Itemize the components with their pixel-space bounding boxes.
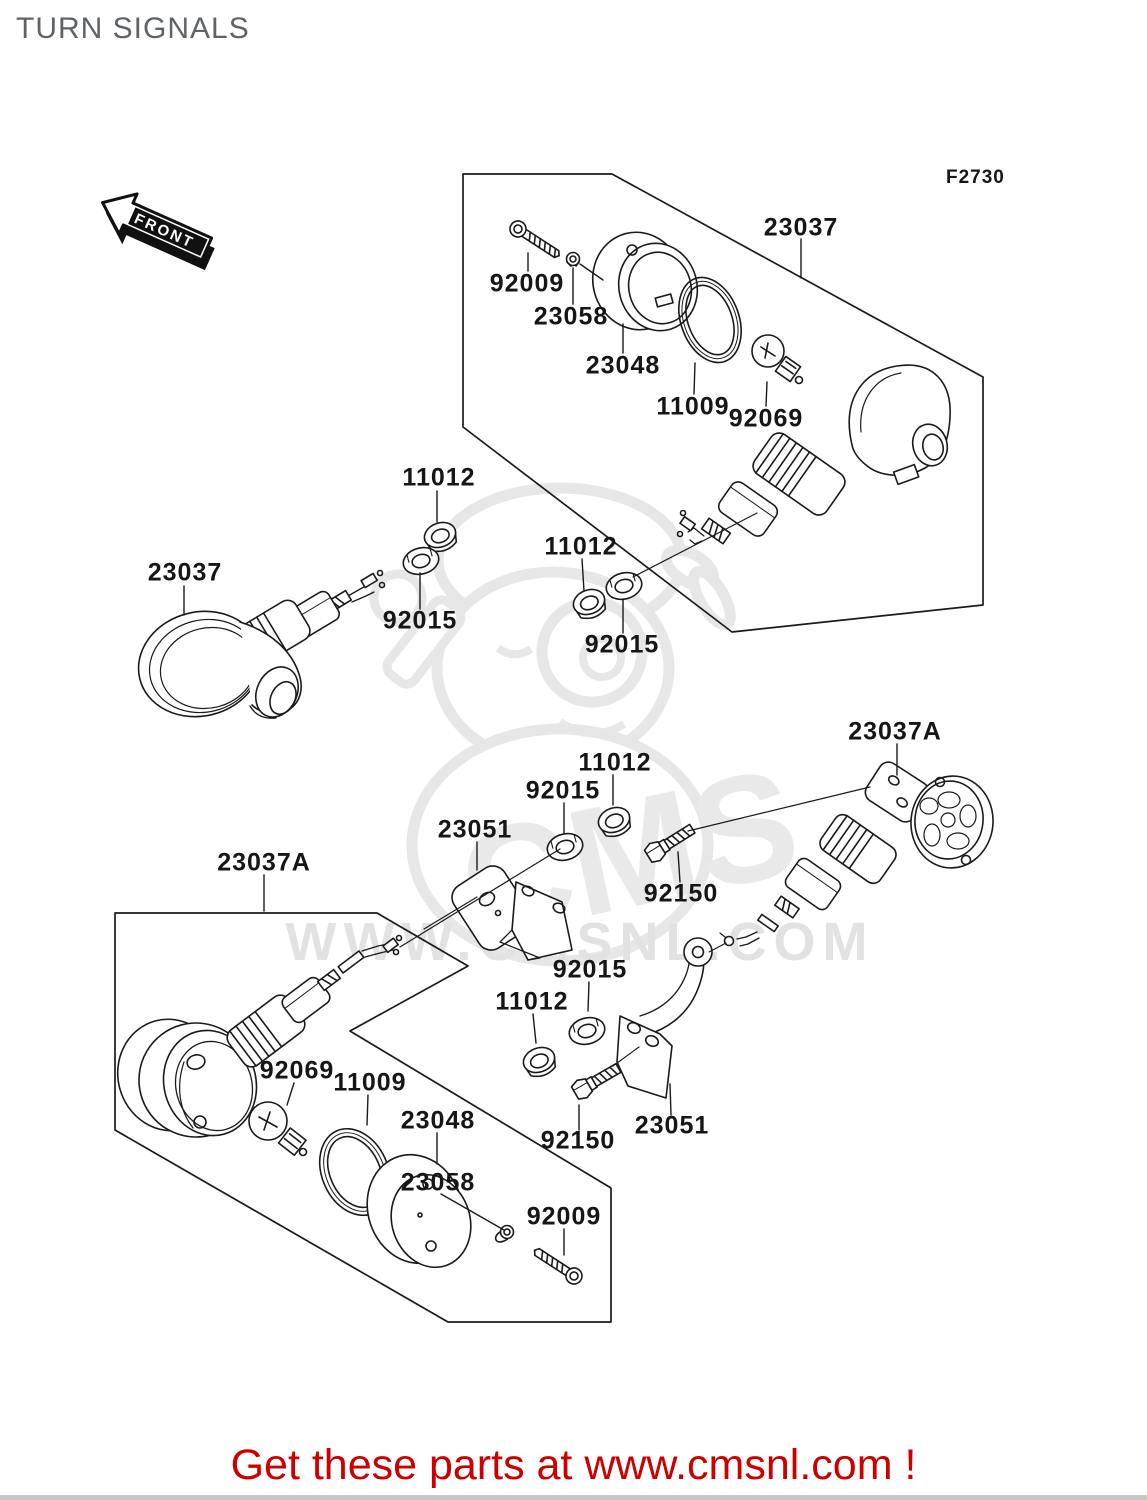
axis-lines [399, 512, 871, 1067]
gasket-11009-top [678, 276, 742, 364]
lens-23048-low [366, 1153, 472, 1269]
turn-signal-23037A-right [719, 761, 994, 947]
footer-promo-link[interactable]: Get these parts at www.cmsnl.com ! [230, 1441, 917, 1489]
part-label-92015-3: 92015 [525, 776, 601, 805]
upper-assembly-outline [462, 173, 984, 633]
part-label-92069-top: 92069 [728, 404, 804, 433]
part-label-11012-4: 11012 [495, 987, 569, 1016]
part-label-92150-low: 92150 [540, 1126, 616, 1155]
grommet-11012-1 [423, 521, 458, 553]
lower-assembly-outline [114, 912, 612, 1323]
page-title: TURN SIGNALS [16, 12, 250, 45]
bulb-92069-low [248, 1101, 308, 1157]
part-label-23037A-left: 23037A [217, 848, 311, 877]
part-label-23037-top: 23037 [763, 213, 839, 242]
part-label-23048-top: 23048 [585, 351, 661, 380]
part-label-23058-top: 23058 [533, 302, 609, 331]
screw-92009-low [533, 1247, 583, 1285]
bracket-23051-up [451, 865, 573, 961]
part-label-11012-2: 11012 [544, 532, 618, 561]
part-label-23051-low: 23051 [634, 1111, 710, 1140]
part-label-11009-low: 11009 [333, 1068, 407, 1097]
grommet-11012-4 [522, 1046, 557, 1078]
grommet-11012-2 [572, 588, 607, 620]
bolt-92150-low [570, 1062, 622, 1100]
lens-23048-top [591, 231, 699, 332]
part-label-23048-low: 23048 [400, 1106, 476, 1135]
nut-92015-2 [605, 571, 643, 601]
nut-92015-3 [546, 832, 584, 862]
part-label-11012-1: 11012 [402, 463, 476, 492]
bolt-92150-up [643, 823, 696, 863]
part-label-92015-2: 92015 [584, 630, 660, 659]
turn-signal-23037-top [676, 364, 951, 545]
part-label-92015-1: 92015 [382, 606, 458, 635]
part-label-23058-low: 23058 [400, 1168, 476, 1197]
part-label-23037A-right: 23037A [848, 717, 942, 746]
turn-signal-23037-left [137, 569, 386, 719]
part-label-92150-up: 92150 [643, 879, 719, 908]
bracket-23051-low [616, 937, 713, 1099]
part-label-23037-left: 23037 [147, 558, 223, 587]
nut-23058-top [565, 251, 581, 267]
figure-code: F2730 [946, 167, 1005, 188]
part-label-92069-low: 92069 [259, 1056, 335, 1085]
grommet-11012-3 [597, 806, 632, 838]
part-label-23051-up: 23051 [437, 815, 513, 844]
bulb-92069-top [751, 334, 804, 385]
part-label-92015-4: 92015 [552, 955, 628, 984]
part-label-92009-top: 92009 [489, 269, 565, 298]
nut-92015-1 [402, 546, 440, 576]
bottom-border-bar [0, 1495, 1147, 1500]
part-label-92009-low: 92009 [526, 1202, 602, 1231]
leader-lines [183, 238, 898, 1256]
part-label-11012-3: 11012 [578, 748, 652, 777]
part-label-11009-top: 11009 [656, 392, 730, 421]
screw-92009-top [509, 220, 560, 259]
front-arrow-icon: FRONT [101, 192, 215, 271]
nut-92015-4 [568, 1016, 606, 1046]
screw-23058-low [494, 1224, 515, 1243]
turn-signal-23037A-left [116, 934, 403, 1138]
